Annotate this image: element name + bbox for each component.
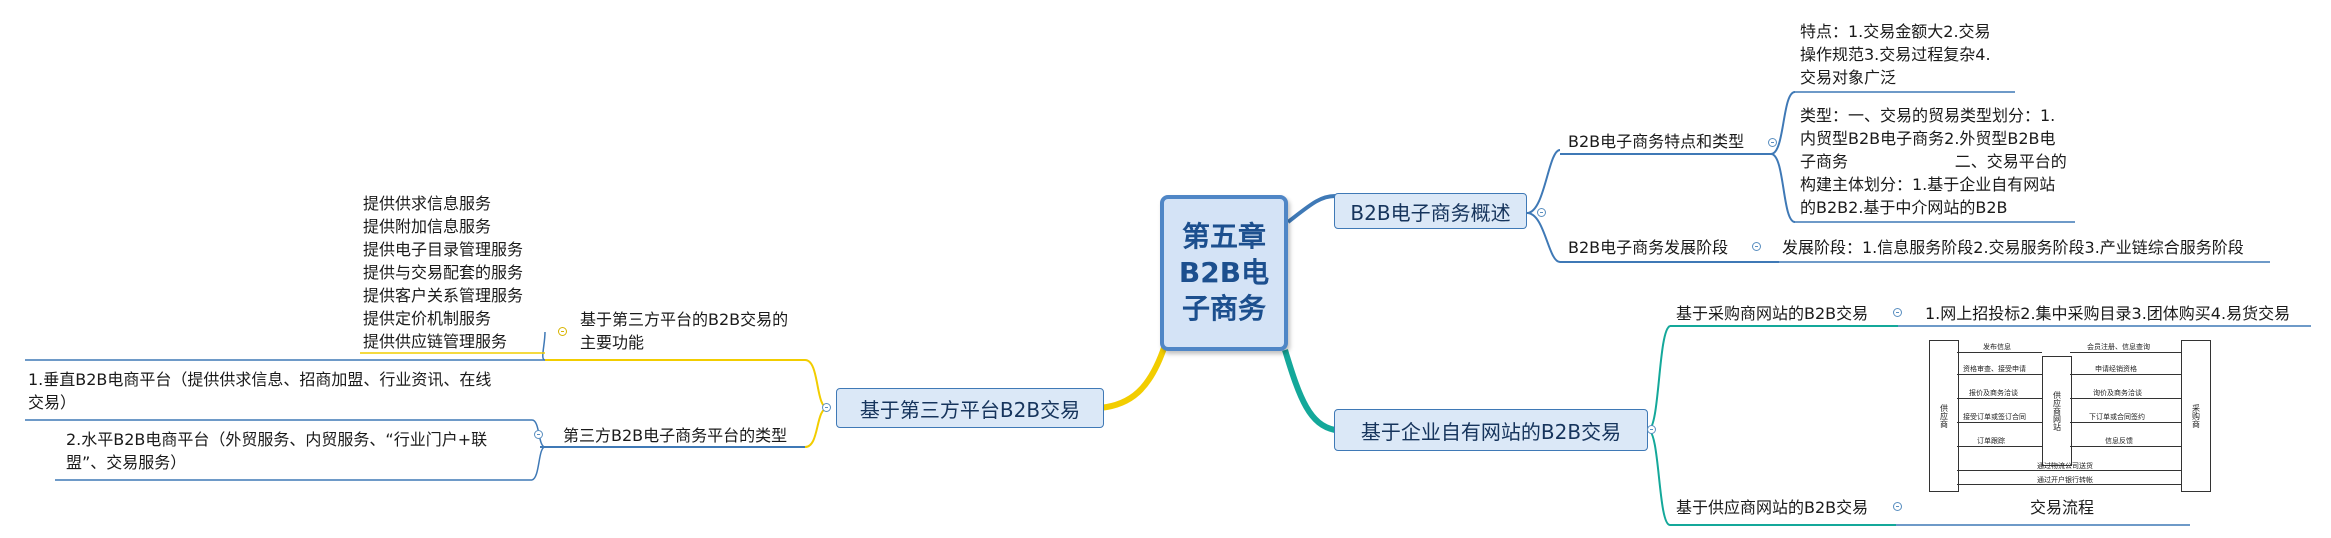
functions-label-line: 主要功能 [580, 333, 645, 352]
collapse-toggle-icon[interactable] [822, 403, 831, 412]
flow-label: 下订单或合同签约 [2089, 413, 2145, 421]
collapse-toggle-icon[interactable] [1752, 242, 1761, 251]
supplier-flow-title[interactable]: 交易流程 [2030, 498, 2095, 517]
subtopic-features-types[interactable]: B2B电子商务特点和类型 [1568, 132, 1745, 151]
central-topic[interactable]: 第五章 B2B电 子商务 [1160, 195, 1288, 351]
vertical-platform-line: 1.垂直B2B电商平台（提供供求信息、招商加盟、行业资讯、在线 [28, 370, 492, 389]
features-line: 操作规范3.交易过程复杂4. [1800, 45, 1991, 64]
topic-b2b-overview[interactable]: B2B电子商务概述 [1334, 193, 1527, 229]
features-text[interactable]: 特点：1.交易金额大2.交易 操作规范3.交易过程复杂4. 交易对象广泛 [1800, 20, 1991, 89]
central-topic-line: 第五章 [1181, 220, 1266, 253]
subtopic-main-functions[interactable]: 基于第三方平台的B2B交易的 主要功能 [580, 308, 788, 354]
functions-label-line: 基于第三方平台的B2B交易的 [580, 310, 789, 329]
features-line: 交易对象广泛 [1800, 68, 1897, 87]
types-line: 子商务 二、交易平台的 [1800, 152, 2067, 171]
flow-label: 发布信息 [1983, 343, 2011, 351]
flow-label: 报价及商务洽谈 [1969, 389, 2018, 397]
flow-label: 接受订单或签订合同 [1963, 413, 2026, 421]
vertical-platform-line: 交易） [28, 393, 77, 412]
function-item[interactable]: 提供供应链管理服务 [363, 332, 508, 351]
features-line: 特点：1.交易金额大2.交易 [1800, 22, 1991, 41]
horizontal-platform-text[interactable]: 2.水平B2B电商平台（外贸服务、内贸服务、“行业门户+联 盟”、交易服务） [66, 428, 487, 474]
types-line: 类型：一、交易的贸易类型划分：1. [1800, 106, 2056, 125]
collapse-toggle-icon[interactable] [1768, 138, 1777, 147]
purchaser-text[interactable]: 1.网上招投标2.集中采购目录3.团体购买4.易货交易 [1925, 304, 2291, 323]
topic-label: 基于第三方平台B2B交易 [859, 397, 1081, 422]
central-topic-line: B2B电 [1178, 256, 1270, 289]
collapse-toggle-icon[interactable] [1537, 208, 1546, 217]
function-item[interactable]: 提供附加信息服务 [363, 217, 492, 236]
flow-label: 资格审查、接受申请 [1963, 365, 2026, 373]
central-topic-line: 子商务 [1181, 292, 1266, 325]
collapse-toggle-icon[interactable] [558, 327, 567, 336]
topic-label: 基于企业自有网站的B2B交易 [1360, 419, 1622, 444]
topic-label: B2B电子商务概述 [1350, 200, 1511, 225]
types-line: 内贸型B2B电子商务2.外贸型B2B电 [1800, 129, 2056, 148]
function-item[interactable]: 提供客户关系管理服务 [363, 286, 524, 305]
topic-third-party-b2b[interactable]: 基于第三方平台B2B交易 [836, 388, 1104, 428]
collapse-toggle-icon[interactable] [1893, 502, 1902, 511]
subtopic-purchaser-site[interactable]: 基于采购商网站的B2B交易 [1676, 304, 1869, 323]
collapse-toggle-icon[interactable] [1893, 308, 1902, 317]
function-item[interactable]: 提供与交易配套的服务 [363, 263, 524, 282]
types-line: 的B2B2.基于中介网站的B2B [1800, 198, 2008, 217]
flow-site-column: 供应商网站 [2042, 356, 2072, 466]
flow-label: 信息反馈 [2105, 437, 2133, 445]
functions-list: 提供供求信息服务 提供附加信息服务 提供电子目录管理服务 提供与交易配套的服务 … [363, 192, 523, 353]
flow-label: 通过物流公司送货 [2037, 462, 2093, 470]
types-text[interactable]: 类型：一、交易的贸易类型划分：1. 内贸型B2B电子商务2.外贸型B2B电 子商… [1800, 104, 2067, 219]
flow-supplier-column: 供应商 [1929, 340, 1959, 492]
flow-label: 订单跟踪 [1977, 437, 2005, 445]
function-item[interactable]: 提供电子目录管理服务 [363, 240, 524, 259]
subtopic-development-stages[interactable]: B2B电子商务发展阶段 [1568, 238, 1729, 257]
topic-own-site-b2b[interactable]: 基于企业自有网站的B2B交易 [1334, 409, 1648, 451]
transaction-flow-diagram: 供应商 供应商网站 采购商 发布信息 资格审查、接受申请 报价及商务洽谈 接受订… [1929, 340, 2211, 492]
collapse-toggle-icon[interactable] [534, 430, 543, 439]
stages-text[interactable]: 发展阶段：1.信息服务阶段2.交易服务阶段3.产业链综合服务阶段 [1782, 238, 2244, 257]
horizontal-platform-line: 盟”、交易服务） [66, 453, 187, 472]
flow-buyer-column: 采购商 [2181, 340, 2211, 492]
flow-label: 通过开户银行转帐 [2037, 476, 2093, 484]
flow-label: 会员注册、信息查询 [2087, 343, 2150, 351]
function-item[interactable]: 提供定价机制服务 [363, 309, 492, 328]
horizontal-platform-line: 2.水平B2B电商平台（外贸服务、内贸服务、“行业门户+联 [66, 430, 488, 449]
subtopic-supplier-site[interactable]: 基于供应商网站的B2B交易 [1676, 498, 1869, 517]
function-item[interactable]: 提供供求信息服务 [363, 194, 492, 213]
subtopic-platform-types[interactable]: 第三方B2B电子商务平台的类型 [563, 426, 788, 445]
flow-label: 询价及商务洽谈 [2093, 389, 2142, 397]
flow-label: 申请经销资格 [2095, 365, 2137, 373]
collapse-toggle-icon[interactable] [1647, 425, 1656, 434]
vertical-platform-text[interactable]: 1.垂直B2B电商平台（提供供求信息、招商加盟、行业资讯、在线 交易） [28, 368, 491, 414]
types-line: 构建主体划分：1.基于企业自有网站 [1800, 175, 2056, 194]
